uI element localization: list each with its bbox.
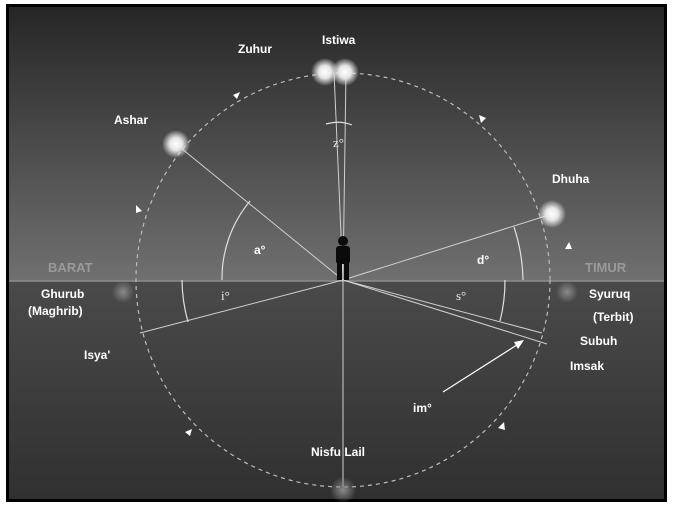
sun-nisfu-lail bbox=[330, 477, 356, 503]
sun-dhuha bbox=[538, 200, 566, 228]
label-subuh: Subuh bbox=[580, 334, 617, 348]
orbit-arrow-1 bbox=[233, 92, 240, 99]
orbit-arrow-5 bbox=[185, 429, 192, 436]
angle-arcs bbox=[181, 121, 524, 323]
label-maghrib: (Maghrib) bbox=[28, 304, 83, 318]
direction-west: BARAT bbox=[48, 260, 93, 275]
sun-zuhur bbox=[311, 58, 339, 86]
imsak-arrowhead bbox=[514, 340, 524, 349]
observer-person bbox=[336, 236, 350, 280]
angle-ashar: a° bbox=[254, 243, 266, 257]
angle-imsak: im° bbox=[413, 401, 432, 415]
direction-east: TIMUR bbox=[585, 260, 627, 275]
line-subuh bbox=[342, 279, 543, 334]
orbit-arrows bbox=[136, 92, 572, 436]
orbit-arrow-4 bbox=[565, 242, 572, 249]
line-ashar bbox=[175, 143, 344, 281]
label-nisfu-lail: Nisfu Lail bbox=[311, 445, 365, 459]
ground bbox=[9, 281, 664, 499]
angle-subuh: s° bbox=[456, 288, 466, 303]
arc-ashar bbox=[221, 200, 251, 281]
label-imsak: Imsak bbox=[570, 359, 604, 373]
arc-dhuha bbox=[513, 226, 524, 281]
line-dhuha bbox=[342, 213, 553, 281]
suns bbox=[112, 58, 578, 503]
sight-lines bbox=[139, 71, 553, 487]
orbit-arrow-2 bbox=[136, 205, 142, 213]
arc-isya bbox=[181, 279, 189, 323]
arc-zenith bbox=[325, 121, 353, 126]
orbit-arrow-3 bbox=[479, 115, 486, 123]
sun-orbit bbox=[135, 72, 551, 488]
sky bbox=[9, 7, 664, 281]
label-dhuha: Dhuha bbox=[552, 172, 590, 186]
label-terbit: (Terbit) bbox=[593, 310, 633, 324]
angle-dhuha: d° bbox=[477, 253, 489, 267]
angle-zenith: z° bbox=[333, 135, 344, 150]
arc-subuh bbox=[499, 279, 506, 322]
angle-isya: i° bbox=[221, 288, 230, 303]
label-syuruq: Syuruq bbox=[589, 287, 630, 301]
sun-istiwa bbox=[331, 58, 359, 86]
label-zuhur: Zuhur bbox=[238, 42, 272, 56]
imsak-pointer bbox=[442, 342, 521, 393]
label-ashar: Ashar bbox=[114, 113, 148, 127]
line-imsak bbox=[342, 279, 548, 345]
orbit-arrow-6 bbox=[498, 422, 505, 430]
label-istiwa: Istiwa bbox=[322, 33, 356, 47]
sun-ashar bbox=[162, 130, 190, 158]
line-isya bbox=[139, 279, 344, 334]
label-ghurub: Ghurub bbox=[41, 287, 84, 301]
sun-syuruq bbox=[556, 281, 578, 303]
label-isya: Isya' bbox=[84, 348, 110, 362]
sun-ghurub bbox=[112, 281, 134, 303]
